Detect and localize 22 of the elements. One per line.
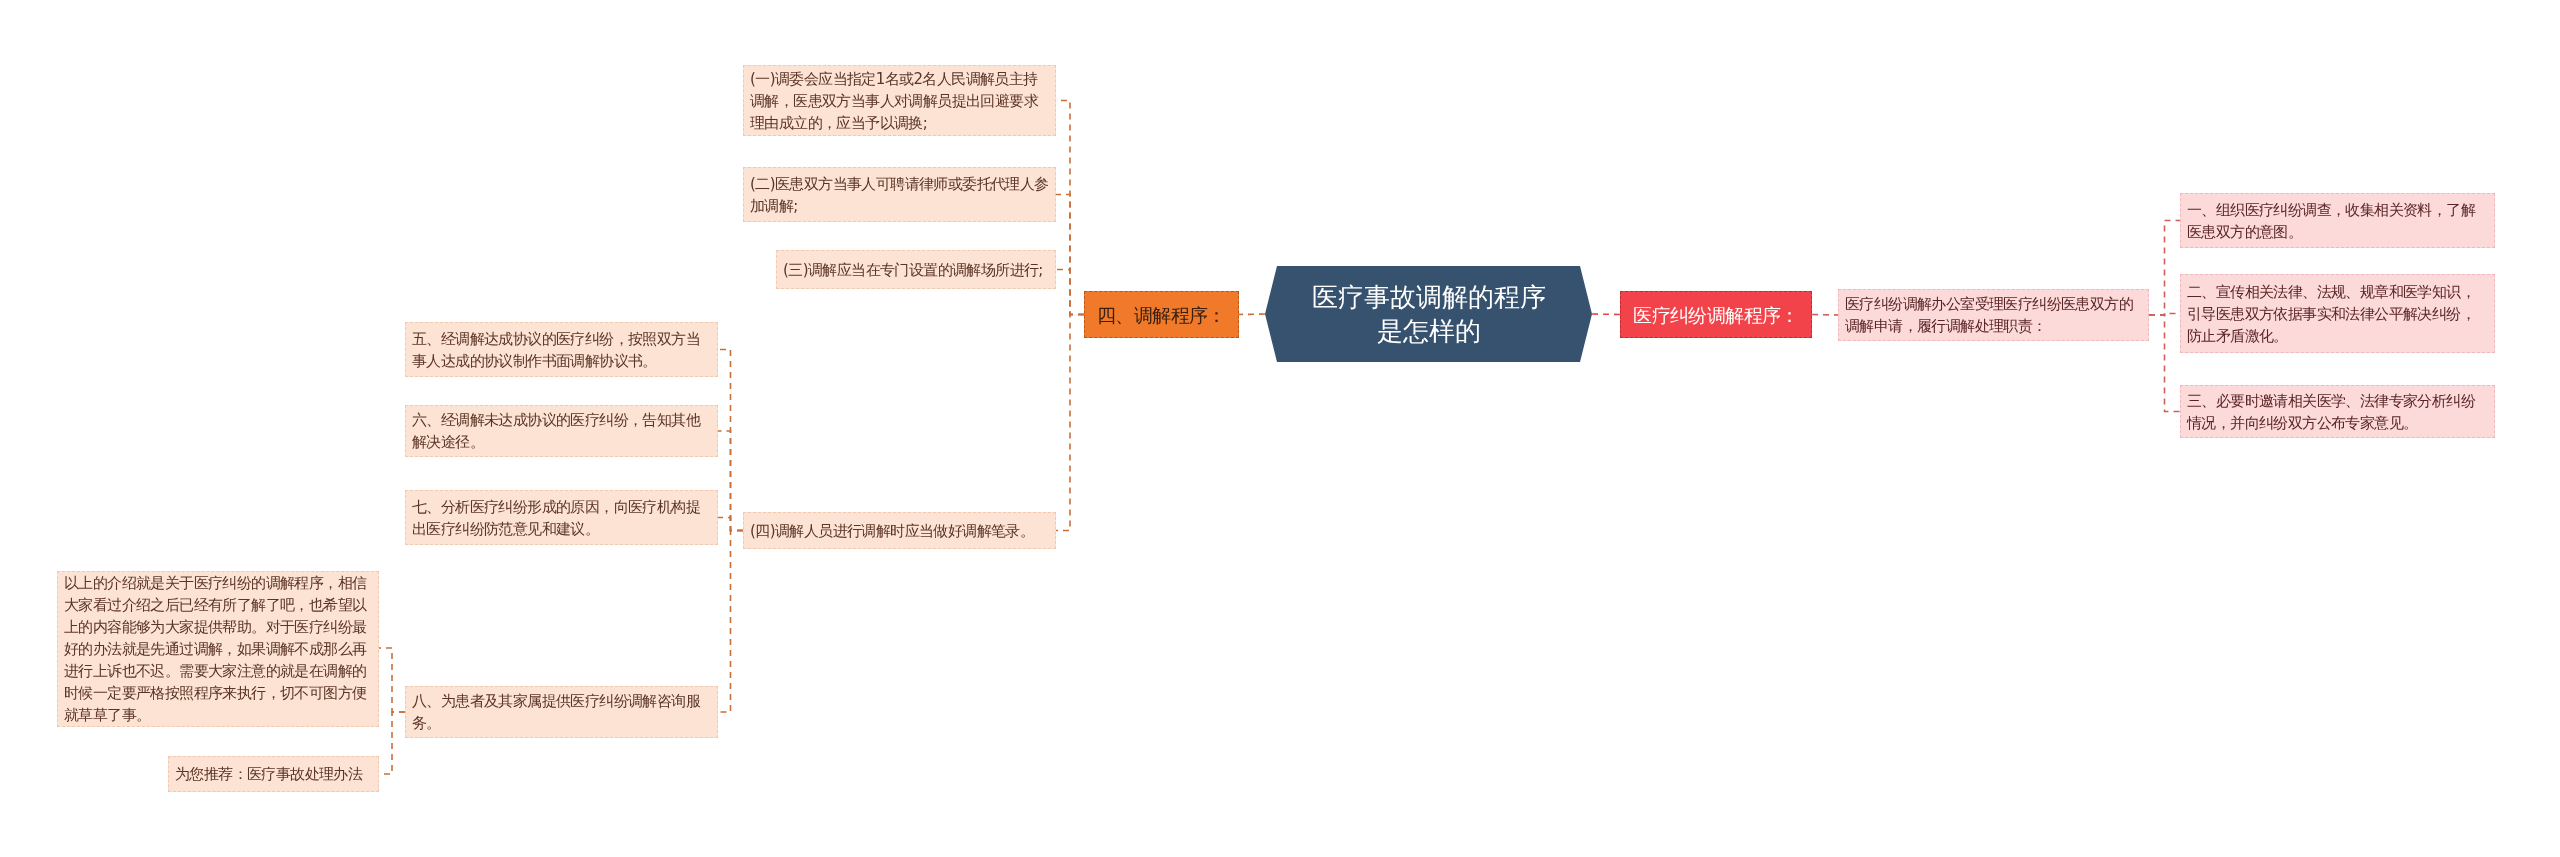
connector [1591, 313, 1621, 316]
text-box: 以上的介绍就是关于医疗纠纷的调解程序，相信大家看过介绍之后已经有所了解了吧，也希望以上的内容能够为大家提供帮助。对于医疗纠纷最好的办法就是先通过调解，如果调解不成那么再进行上诉也不迟。需要大家注意的就是在调解的时候一定要严格按照程序来执行，切不可图方便就草草了事。 [57, 571, 379, 727]
branch-box: 四、调解程序： [1084, 291, 1239, 338]
text-box: 六、经调解未达成协议的医疗纠纷，告知其他解决途径。 [405, 405, 718, 457]
text-box: 三、必要时邀请相关医学、法律专家分析纠纷情况，并向纠纷双方公布专家意见。 [2180, 385, 2495, 438]
text-box: 二、宣传相关法律、法规、规章和医学知识，引导医患双方依据事实和法律公平解决纠纷，防止矛盾激化。 [2180, 274, 2495, 353]
connector [1811, 313, 1839, 316]
connector [1238, 313, 1266, 316]
branch-box: 医疗纠纷调解程序： [1620, 291, 1812, 338]
text-box: 为您推荐：医疗事故处理办法 [168, 756, 379, 792]
connector [2148, 314, 2181, 413]
topic-hexagon: 医疗事故调解的程序是怎样的 [1265, 266, 1592, 362]
connector [1055, 313, 1085, 532]
text-box: 五、经调解达成协议的医疗纠纷，按照双方当事人达成的协议制作书面调解协议书。 [405, 322, 718, 377]
text-box: (三)调解应当在专门设置的调解场所进行; [776, 250, 1056, 289]
text-box: 七、分析医疗纠纷形成的原因，向医疗机构提出医疗纠纷防范意见和建议。 [405, 490, 718, 545]
text-box: (二)医患双方当事人可聘请律师或委托代理人参加调解; [743, 167, 1056, 222]
text-box: 医疗纠纷调解办公室受理医疗纠纷医患双方的调解申请，履行调解处理职责： [1838, 289, 2149, 341]
text-box: (一)调委会应当指定1名或2名人民调解员主持调解，医患双方当事人对调解员提出回避要求理由成立的，应当予以调换; [743, 65, 1056, 136]
text-box: 八、为患者及其家属提供医疗纠纷调解咨询服务。 [405, 686, 718, 738]
text-box: (四)调解人员进行调解时应当做好调解笔录。 [743, 512, 1056, 549]
text-box: 一、组织医疗纠纷调查，收集相关资料，了解医患双方的意图。 [2180, 193, 2495, 248]
